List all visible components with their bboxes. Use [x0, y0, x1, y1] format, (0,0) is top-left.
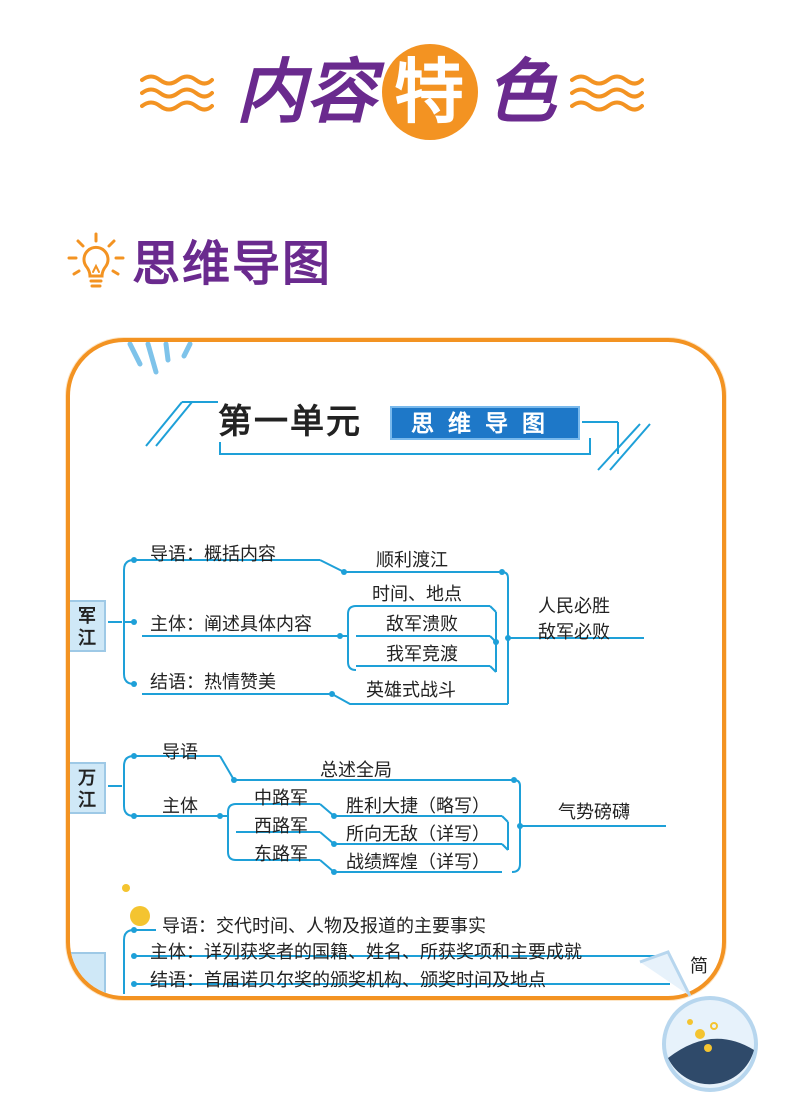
s2-intro: 导语 — [162, 742, 198, 763]
flask-icon — [639, 950, 758, 1092]
s1-conclusion: 结语：热情赞美 — [150, 672, 276, 693]
s1-enemy-lose: 敌军必败 — [538, 622, 610, 643]
wavy-decoration-left-icon — [140, 74, 214, 112]
s1-time-place: 时间、地点 — [372, 584, 462, 605]
s2-momentum: 气势磅礴 — [558, 802, 630, 823]
unit-banner: 思维导图 — [390, 406, 580, 440]
s2-east-army: 东路军 — [254, 844, 308, 865]
s3-intro: 导语：交代时间、人物及报道的主要事实 — [162, 916, 486, 937]
s3-conclusion: 结语：首届诺贝尔奖的颁奖机构、颁奖时间及地点 — [150, 970, 546, 991]
s2-brilliant: 战绩辉煌（详写） — [346, 852, 490, 873]
title-badge — [382, 44, 478, 140]
unit-title: 第一单元 — [218, 402, 362, 442]
s1-body: 主体：阐述具体内容 — [150, 614, 312, 635]
mind-map-card: 第一单元 思维导图 — [66, 338, 726, 1000]
brush-decoration-icon — [127, 342, 193, 375]
title-char-4: 色 — [486, 50, 556, 133]
s1-enemy-collapse: 敌军溃败 — [386, 614, 458, 635]
s3-body: 主体：详列获奖者的国籍、姓名、所获奖项和主要成就 — [150, 942, 582, 963]
s1-crossing: 顺利渡江 — [376, 550, 448, 571]
s1-people-win: 人民必胜 — [538, 596, 610, 617]
section2-tab: 万江 — [70, 762, 106, 814]
s1-intro: 导语：概括内容 — [150, 544, 276, 565]
title-char-2: 容 — [306, 50, 376, 133]
section-title: 思维导图 — [132, 236, 333, 292]
s2-middle-army: 中路军 — [254, 788, 308, 809]
s2-victory: 胜利大捷（略写） — [346, 796, 490, 817]
wavy-decoration-right-icon — [570, 74, 644, 112]
title-char-3: 特 — [394, 50, 464, 133]
s2-body: 主体 — [162, 796, 198, 817]
title-char-1: 内 — [236, 50, 306, 133]
s2-overview: 总述全局 — [320, 760, 392, 781]
mind-map-connectors — [108, 557, 670, 994]
s1-our-crossing: 我军竞渡 — [386, 644, 458, 665]
s3-side: 简 — [690, 956, 708, 977]
unit-banner-label: 思维导图 — [411, 411, 559, 437]
s2-west-army: 西路军 — [254, 816, 308, 837]
section3-tab — [70, 952, 106, 996]
s2-invincible: 所向无敌（详写） — [346, 824, 490, 845]
s1-heroic-battle: 英雄式战斗 — [366, 680, 456, 701]
lightbulb-icon — [67, 232, 125, 288]
section1-tab: 军江 — [70, 600, 106, 652]
unit-title-frame — [145, 401, 651, 471]
